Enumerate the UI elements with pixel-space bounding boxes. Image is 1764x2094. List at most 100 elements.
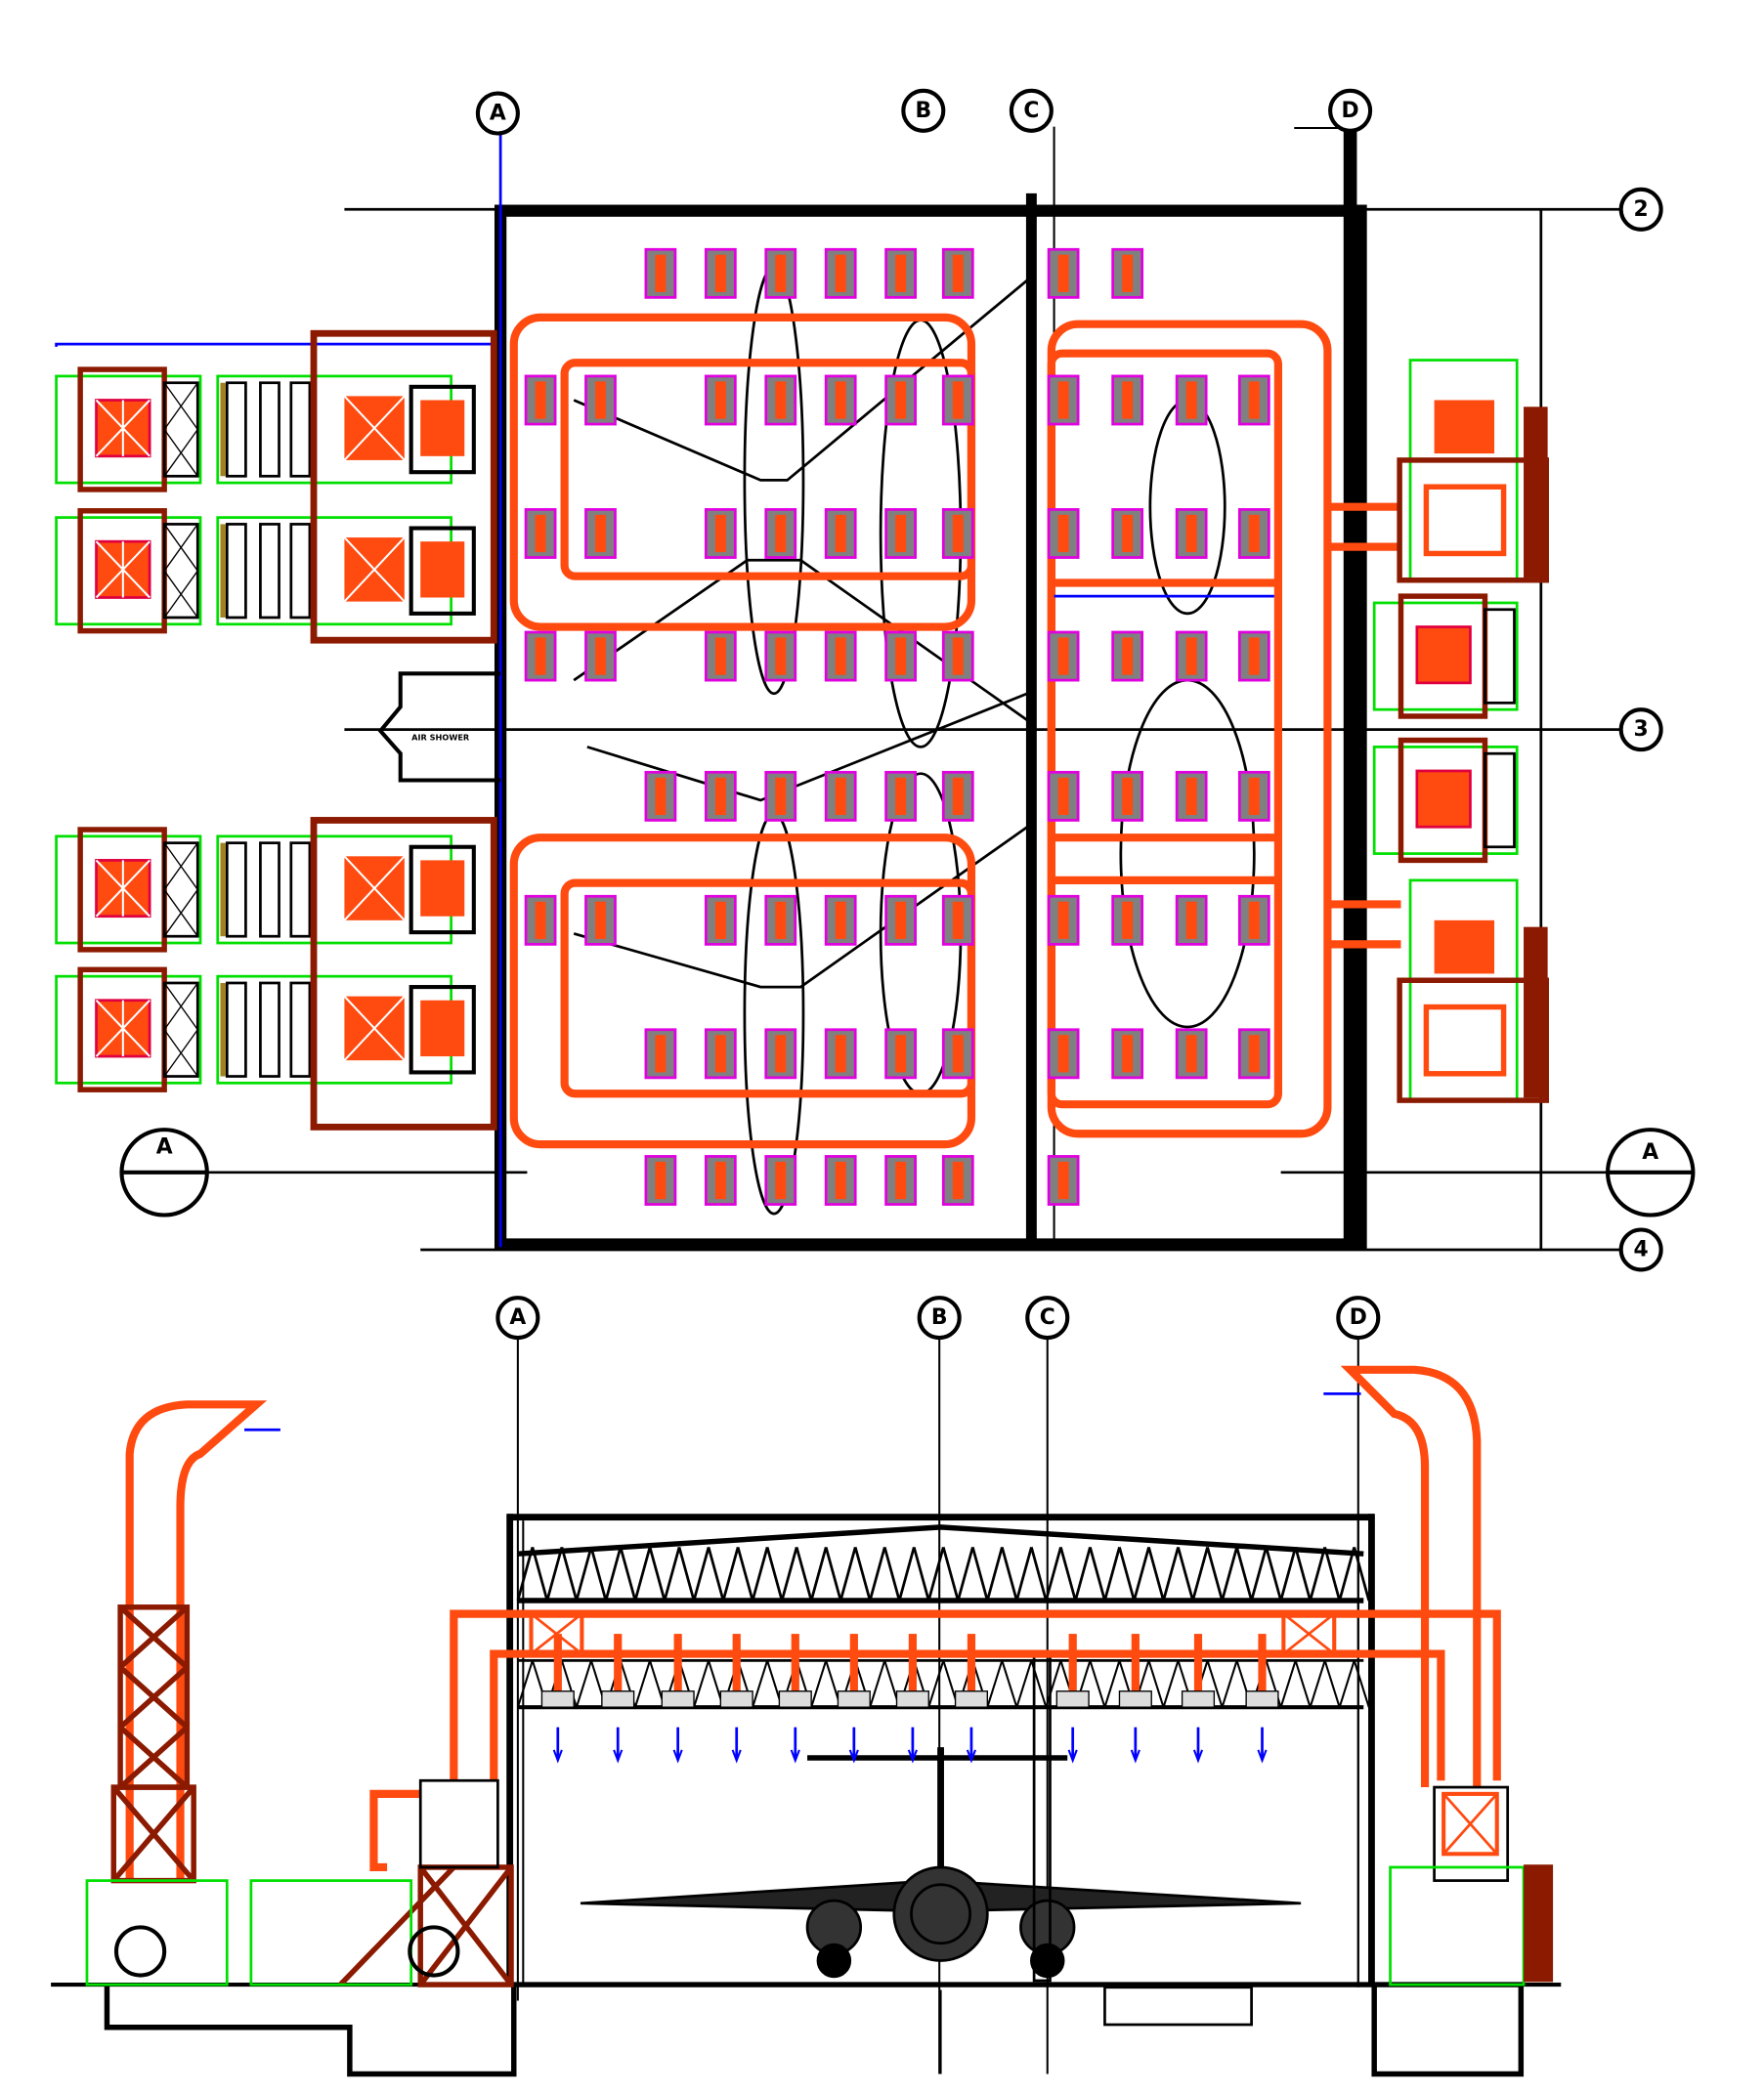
- air-shower: [377, 671, 501, 783]
- filter-outline: [216, 974, 452, 1085]
- airflow-arrowhead: [848, 1749, 859, 1764]
- truss-web: [560, 1547, 579, 1602]
- truss-web: [1191, 1547, 1209, 1602]
- diffuser-neck: [775, 381, 787, 419]
- truss-web: [780, 1547, 798, 1602]
- grid-bubble-2: 2: [1618, 187, 1663, 232]
- svg-text:A: A: [156, 1134, 173, 1159]
- truss-web-lower: [810, 1660, 828, 1708]
- ahu-right-outline: [1372, 601, 1519, 711]
- truss-web-lower: [1353, 1660, 1370, 1708]
- diffuser-neck: [1122, 514, 1134, 553]
- air-handling-units-plan: [55, 329, 1549, 1131]
- diffuser-neck: [952, 514, 964, 553]
- truss-web: [1118, 1547, 1136, 1602]
- diffuser-neck: [1248, 381, 1260, 419]
- supply-fan: [420, 860, 465, 917]
- diffuser-neck: [1057, 901, 1069, 939]
- diffuser-neck: [595, 637, 606, 675]
- truss-web: [663, 1547, 681, 1602]
- grid-bubble-d-plan: D: [1328, 88, 1373, 133]
- section-diffuser: [1055, 1690, 1090, 1708]
- truss-web-lower: [1089, 1660, 1106, 1708]
- air-shower-label: AIR SHOWER: [411, 733, 470, 743]
- truss-web: [956, 1547, 974, 1602]
- ahu-fan-cross: [95, 399, 151, 457]
- truss-web-lower: [927, 1660, 945, 1708]
- truss-web-lower: [1015, 1660, 1033, 1708]
- diffuser-neck: [835, 1161, 846, 1200]
- ahu-coil: [162, 381, 199, 478]
- truss-web: [1206, 1547, 1224, 1602]
- truss-web: [1089, 1547, 1106, 1602]
- diffuser-neck: [1185, 637, 1197, 675]
- supply-fan-housing: [409, 526, 476, 616]
- svg-text:4: 4: [1634, 1237, 1649, 1261]
- truss-web: [633, 1547, 652, 1602]
- svg-text:C: C: [1023, 99, 1039, 123]
- truss-web: [516, 1547, 535, 1602]
- supply-fan-x: [343, 536, 406, 603]
- chilled-water-branch: [55, 342, 495, 347]
- airflow-arrowhead: [552, 1749, 563, 1764]
- truss-web: [619, 1547, 637, 1602]
- diffuser-neck: [952, 1035, 964, 1073]
- supply-fan-x: [343, 395, 406, 461]
- ahu-right-fan: [1415, 625, 1472, 685]
- truss-top-chord: [517, 1524, 1364, 1557]
- supply-fan-housing: [409, 985, 476, 1075]
- truss-web-lower: [1279, 1660, 1297, 1708]
- diffuser-neck: [1185, 777, 1197, 815]
- truss-web: [1265, 1547, 1282, 1602]
- diffuser-neck: [535, 381, 546, 419]
- diffuser-neck: [775, 777, 787, 815]
- diffuser-neck: [1057, 1035, 1069, 1073]
- ahu-right-coil: [1484, 751, 1516, 849]
- truss-web: [1235, 1547, 1253, 1602]
- truss-web: [1074, 1547, 1092, 1602]
- filter-frame: [220, 382, 226, 477]
- diffuser-neck: [895, 777, 907, 815]
- truss-web: [1250, 1547, 1268, 1602]
- grid-bubble-a-plan: A: [475, 91, 520, 136]
- diffuser-neck: [835, 254, 846, 292]
- diffuser-neck: [775, 901, 787, 939]
- truss-web-lower: [1103, 1660, 1121, 1708]
- grid-bubble-b-plan: B: [901, 88, 946, 133]
- diffuser-neck: [1122, 254, 1134, 292]
- airflow-arrowhead: [790, 1749, 800, 1764]
- supply-fan-housing: [409, 844, 476, 935]
- svg-text:A: A: [490, 102, 506, 126]
- filter-frame: [220, 524, 226, 618]
- truss-web: [604, 1547, 623, 1602]
- diffuser-neck: [655, 254, 667, 292]
- truss-web: [1338, 1547, 1356, 1602]
- plan-view: AIR SHOWER: [55, 88, 1696, 1272]
- ahu-right-fan: [1415, 769, 1472, 829]
- airflow-arrowhead: [1067, 1749, 1078, 1764]
- truss-web-lower: [1206, 1660, 1224, 1708]
- truss-web-lower: [1147, 1660, 1165, 1708]
- truss-web: [1147, 1547, 1165, 1602]
- filter-frame: [220, 842, 226, 937]
- grid-bubble-d-section: D: [1336, 1296, 1381, 1341]
- truss-web: [809, 1547, 828, 1602]
- truss-web: [1045, 1547, 1062, 1602]
- filter-outline: [216, 834, 452, 945]
- svg-text:A: A: [1642, 1140, 1658, 1165]
- grid-bubble-3: 3: [1618, 707, 1663, 752]
- diffuser-neck: [775, 514, 787, 553]
- diffuser-neck: [714, 901, 726, 939]
- ahu-large-fan: [1434, 400, 1495, 454]
- floor-trench: [1103, 1986, 1253, 2027]
- section-diffuser: [719, 1690, 753, 1708]
- aircraft-outlines: [573, 265, 1256, 1216]
- truss-web-lower: [1338, 1660, 1355, 1708]
- diffuser-neck: [895, 254, 907, 292]
- ahu-right-panel: [1524, 1864, 1554, 1983]
- diffuser-neck: [1057, 514, 1069, 553]
- svg-text:D: D: [1342, 99, 1359, 123]
- diffuser: [1111, 1028, 1144, 1080]
- diffuser-neck: [1122, 1035, 1134, 1073]
